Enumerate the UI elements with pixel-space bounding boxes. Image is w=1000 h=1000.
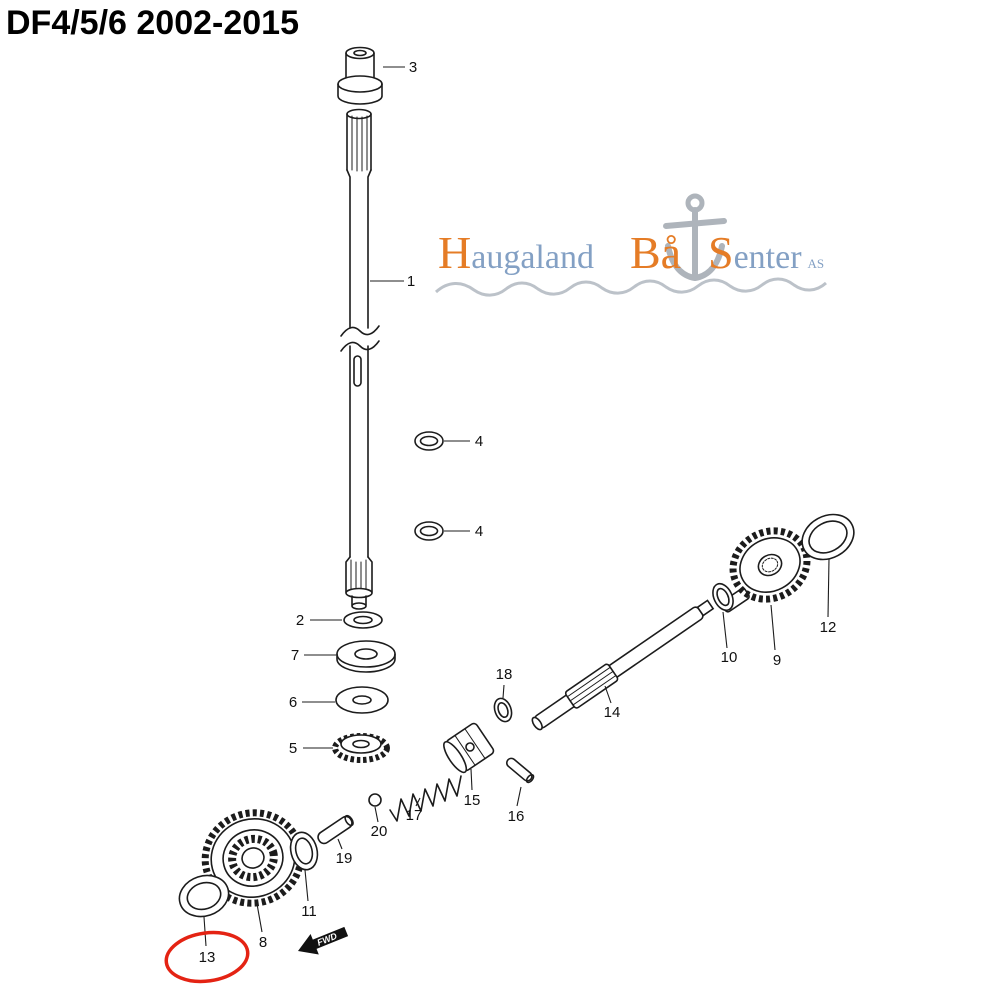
logo-word1-rest: augaland xyxy=(471,239,594,276)
logo-word2: Bå xyxy=(630,227,681,278)
part-label-12: 12 xyxy=(820,619,837,636)
part-label-1: 1 xyxy=(407,273,415,290)
part-13-washer xyxy=(178,874,230,918)
part-13-highlight-circle xyxy=(164,930,250,984)
part-7-shim xyxy=(336,640,396,673)
watermark-logo: Haugaland Bå Senter AS xyxy=(434,193,828,297)
part-label-4b: 4 xyxy=(475,523,483,540)
part-1-driveshaft xyxy=(340,108,380,610)
leader-line-12 xyxy=(827,558,830,618)
part-10-shim-ring xyxy=(712,582,734,612)
part-label-15: 15 xyxy=(464,792,481,809)
part-9-reverse-gear xyxy=(720,527,811,613)
leader-line-19 xyxy=(337,838,343,850)
part-label-10: 10 xyxy=(721,649,738,666)
logo-suffix: AS xyxy=(808,256,825,271)
leader-line-11 xyxy=(304,869,309,902)
part-18-ring xyxy=(493,697,513,723)
part-3-bushing xyxy=(337,46,383,105)
part-8-forward-gear xyxy=(201,809,305,907)
part-14-propeller-shaft xyxy=(531,599,715,731)
part-label-3: 3 xyxy=(409,59,417,76)
fwd-direction-arrow: FWD xyxy=(298,926,349,955)
fwd-arrow-label: FWD xyxy=(316,931,339,948)
fwd-arrow-shape xyxy=(298,926,349,955)
part-label-5: 5 xyxy=(289,740,297,757)
part-15-clutch-dog xyxy=(443,722,495,774)
watermark-logo-text: Haugaland Bå Senter AS xyxy=(438,227,824,278)
part-label-9: 9 xyxy=(773,652,781,669)
part-11-ring xyxy=(289,831,319,871)
part-4-seal-lower xyxy=(414,521,444,541)
part-label-17: 17 xyxy=(406,807,423,824)
page-title: DF4/5/6 2002-2015 xyxy=(6,4,299,42)
part-label-4a: 4 xyxy=(475,433,483,450)
part-label-18: 18 xyxy=(496,666,513,683)
part-label-2: 2 xyxy=(296,612,304,629)
logo-word3-rest: enter xyxy=(734,239,803,276)
logo-word3-initial: S xyxy=(708,227,734,278)
anchor-icon xyxy=(663,193,727,282)
leader-line-9 xyxy=(770,604,776,651)
part-labels: 1 2 3 4 4 5 6 7 8 9 10 11 12 13 14 15 16… xyxy=(199,59,837,966)
leader-line-16 xyxy=(516,786,522,807)
part-6-washer xyxy=(335,686,389,714)
leader-line-8 xyxy=(256,903,263,933)
leader-line-18 xyxy=(502,684,505,699)
leader-line-10 xyxy=(722,611,728,649)
part-17-spring xyxy=(389,775,462,822)
part-2-washer xyxy=(343,611,383,629)
leader-line-15 xyxy=(470,768,473,791)
leader-line-20 xyxy=(374,806,379,823)
part-label-13: 13 xyxy=(199,949,216,966)
leader-line-14 xyxy=(604,685,612,704)
leader-line-17 xyxy=(415,797,421,807)
part-4-seal-upper xyxy=(414,431,444,451)
part-label-19: 19 xyxy=(336,850,353,867)
rope-wave xyxy=(434,277,828,297)
part-label-7: 7 xyxy=(291,647,299,664)
part-label-6: 6 xyxy=(289,694,297,711)
part-16-pin xyxy=(505,757,535,784)
part-5-pinion-gear xyxy=(332,733,390,763)
leader-lines xyxy=(203,66,830,947)
part-20-ball xyxy=(368,793,382,807)
logo-word1-initial: H xyxy=(438,227,471,278)
part-label-8: 8 xyxy=(259,934,267,951)
part-label-14: 14 xyxy=(604,704,621,721)
part-label-11: 11 xyxy=(301,903,317,920)
part-12-ring xyxy=(801,513,855,561)
part-19-plunger xyxy=(317,814,354,845)
part-label-16: 16 xyxy=(508,808,525,825)
part-label-20: 20 xyxy=(371,823,388,840)
